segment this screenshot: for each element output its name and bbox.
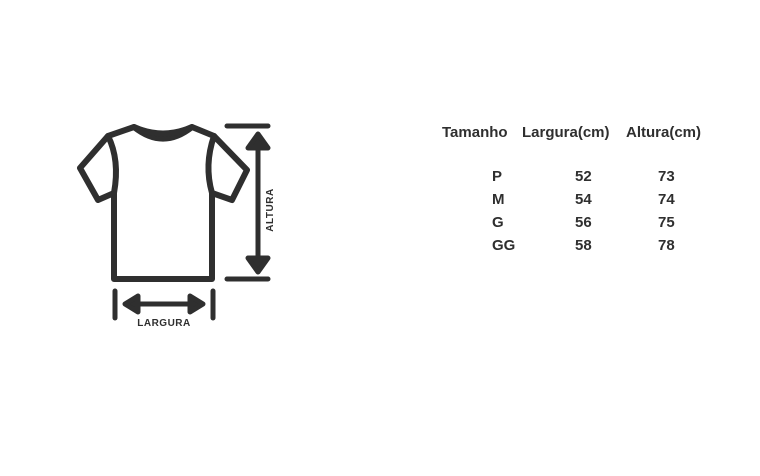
height-label: ALTURA	[265, 188, 276, 231]
cell-width: 58	[575, 237, 592, 254]
cell-size: G	[492, 214, 504, 231]
tshirt-sleeve-seam-left	[105, 133, 119, 196]
table-row: G 56 75	[440, 214, 740, 237]
table-row: M 54 74	[440, 191, 740, 214]
cell-width: 54	[575, 191, 592, 208]
tshirt-collar-icon	[131, 124, 195, 137]
size-table-body: P 52 73 M 54 74 G 56 75 GG 58 78	[440, 168, 740, 260]
height-arrow-up-icon	[245, 131, 271, 151]
cell-size: GG	[492, 237, 516, 254]
cell-width: 52	[575, 168, 592, 185]
width-arrow-left-icon	[122, 293, 141, 315]
tshirt-sleeve-seam-right	[205, 133, 217, 196]
cell-size: M	[492, 191, 505, 208]
cell-height: 73	[658, 168, 675, 185]
table-row: P 52 73	[440, 168, 740, 191]
header-width: Largura(cm)	[522, 124, 610, 141]
size-table-header: Tamanho Largura(cm) Altura(cm)	[440, 124, 740, 144]
cell-height: 75	[658, 214, 675, 231]
header-size: Tamanho	[442, 124, 508, 141]
tshirt-outline-icon	[77, 124, 250, 282]
cell-size: P	[492, 168, 503, 185]
tshirt-size-diagram: LARGURA ALTURA	[0, 0, 300, 476]
height-arrow-down-icon	[245, 255, 271, 275]
width-arrow-right-icon	[187, 293, 206, 315]
width-label: LARGURA	[137, 318, 191, 329]
cell-height: 74	[658, 191, 675, 208]
cell-width: 56	[575, 214, 592, 231]
header-height: Altura(cm)	[626, 124, 702, 141]
tshirt-diagram-svg: LARGURA ALTURA	[77, 123, 276, 329]
table-row: GG 58 78	[440, 237, 740, 260]
size-table: Tamanho Largura(cm) Altura(cm) P 52 73 M…	[440, 124, 740, 260]
cell-height: 78	[658, 237, 675, 254]
